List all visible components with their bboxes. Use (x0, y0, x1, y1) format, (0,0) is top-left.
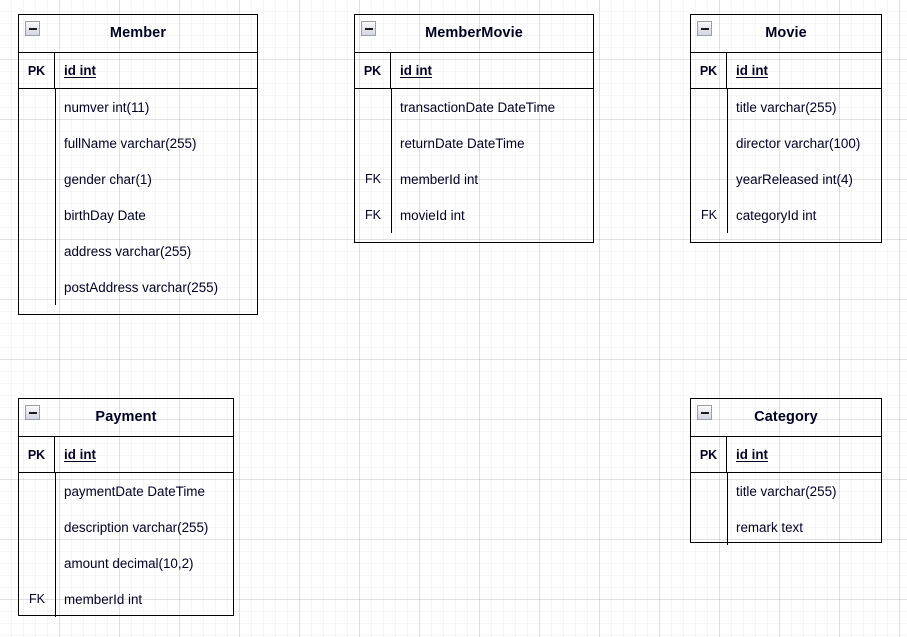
attribute-row[interactable]: amount decimal(10,2) (19, 545, 233, 581)
collapse-minus-icon[interactable] (361, 21, 376, 36)
entity-attribute-list: paymentDate DateTime description varchar(… (19, 473, 233, 637)
key-badge-fk: FK (701, 208, 717, 222)
attribute-field-label: transactionDate DateTime (400, 99, 556, 115)
attribute-row[interactable]: paymentDate DateTime (19, 473, 233, 509)
attribute-row[interactable]: director varchar(100) (691, 125, 881, 161)
entity-header: MemberMovie (355, 15, 593, 53)
attribute-field-label: movieId int (400, 207, 465, 223)
collapse-minus-icon[interactable] (697, 21, 712, 36)
primary-key-field: id int (727, 437, 881, 472)
attribute-field-label: memberId int (400, 171, 479, 187)
entity-title: Movie (765, 25, 807, 42)
attribute-field-label: yearReleased int(4) (736, 171, 853, 187)
entity-header: Category (691, 399, 881, 437)
key-badge-fk: FK (365, 208, 381, 222)
attribute-row[interactable]: address varchar(255) (19, 233, 257, 269)
entity-attribute-list: numver int(11) fullName varchar(255) gende… (19, 89, 257, 325)
primary-key-row[interactable]: PK id int (19, 53, 257, 89)
entity-title: Payment (95, 409, 157, 426)
primary-key-row[interactable]: PK id int (691, 53, 881, 89)
primary-key-field-label: id int (64, 63, 96, 78)
primary-key-field: id int (55, 53, 257, 88)
attribute-row[interactable]: FK categoryId int (691, 197, 881, 233)
entity-title: Category (754, 409, 818, 426)
entity-title: MemberMovie (425, 25, 523, 42)
column-divider (727, 89, 728, 233)
attribute-field-label: title varchar(255) (736, 99, 837, 115)
primary-key-field: id int (55, 437, 233, 472)
attribute-row[interactable]: title varchar(255) (691, 473, 881, 509)
primary-key-row[interactable]: PK id int (355, 53, 593, 89)
attribute-field-label: amount decimal(10,2) (64, 555, 194, 571)
attribute-row[interactable]: FK memberId int (19, 581, 233, 617)
attribute-field-label: paymentDate DateTime (64, 483, 205, 499)
attribute-field-label: categoryId int (736, 207, 817, 223)
primary-key-field-label: id int (736, 447, 768, 462)
attribute-field-label: gender char(1) (64, 171, 152, 187)
key-badge-pk: PK (691, 437, 727, 472)
attribute-field-label: description varchar(255) (64, 519, 209, 535)
attribute-field-label: memberId int (64, 591, 143, 607)
key-badge-pk: PK (691, 53, 727, 88)
primary-key-row[interactable]: PK id int (19, 437, 233, 473)
attribute-row[interactable]: description varchar(255) (19, 509, 233, 545)
attribute-row[interactable]: gender char(1) (19, 161, 257, 197)
attribute-field-label: address varchar(255) (64, 243, 192, 259)
column-divider (391, 89, 392, 233)
primary-key-field: id int (391, 53, 593, 88)
attribute-row[interactable]: remark text (691, 509, 881, 545)
attribute-field-label: director varchar(100) (736, 135, 861, 151)
primary-key-field: id int (727, 53, 881, 88)
attribute-row[interactable]: FK movieId int (355, 197, 593, 233)
entity-header: Movie (691, 15, 881, 53)
primary-key-field-label: id int (64, 447, 96, 462)
attribute-field-label: remark text (736, 519, 803, 535)
key-badge-fk: FK (29, 592, 45, 606)
key-badge-pk: PK (19, 437, 55, 472)
entity-attribute-list: title varchar(255) remark text (691, 473, 881, 565)
primary-key-field-label: id int (400, 63, 432, 78)
column-divider (55, 89, 56, 305)
key-badge-pk: PK (19, 53, 55, 88)
attribute-field-label: returnDate DateTime (400, 135, 525, 151)
collapse-minus-icon[interactable] (697, 405, 712, 420)
entity-header: Member (19, 15, 257, 53)
attribute-field-label: postAddress varchar(255) (64, 279, 219, 295)
attribute-row[interactable]: transactionDate DateTime (355, 89, 593, 125)
primary-key-field-label: id int (736, 63, 768, 78)
attribute-row[interactable]: numver int(11) (19, 89, 257, 125)
entity-title: Member (109, 25, 167, 42)
attribute-row[interactable]: title varchar(255) (691, 89, 881, 125)
primary-key-row[interactable]: PK id int (691, 437, 881, 473)
attribute-row[interactable]: postAddress varchar(255) (19, 269, 257, 305)
attribute-row[interactable]: yearReleased int(4) (691, 161, 881, 197)
attribute-row[interactable]: birthDay Date (19, 197, 257, 233)
entity-attribute-list: title varchar(255) director varchar(100) y… (691, 89, 881, 253)
attribute-row[interactable]: fullName varchar(255) (19, 125, 257, 161)
entity-header: Payment (19, 399, 233, 437)
column-divider (727, 473, 728, 545)
attribute-field-label: fullName varchar(255) (64, 135, 197, 151)
entity-attribute-list: transactionDate DateTime returnDate DateT… (355, 89, 593, 253)
attribute-row[interactable]: returnDate DateTime (355, 125, 593, 161)
key-badge-pk: PK (355, 53, 391, 88)
attribute-row[interactable]: FK memberId int (355, 161, 593, 197)
key-badge-fk: FK (365, 172, 381, 186)
attribute-field-label: title varchar(255) (736, 483, 837, 499)
collapse-minus-icon[interactable] (25, 405, 40, 420)
attribute-field-label: numver int(11) (64, 99, 150, 115)
attribute-field-label: birthDay Date (64, 207, 146, 223)
collapse-minus-icon[interactable] (25, 21, 40, 36)
column-divider (55, 473, 56, 617)
